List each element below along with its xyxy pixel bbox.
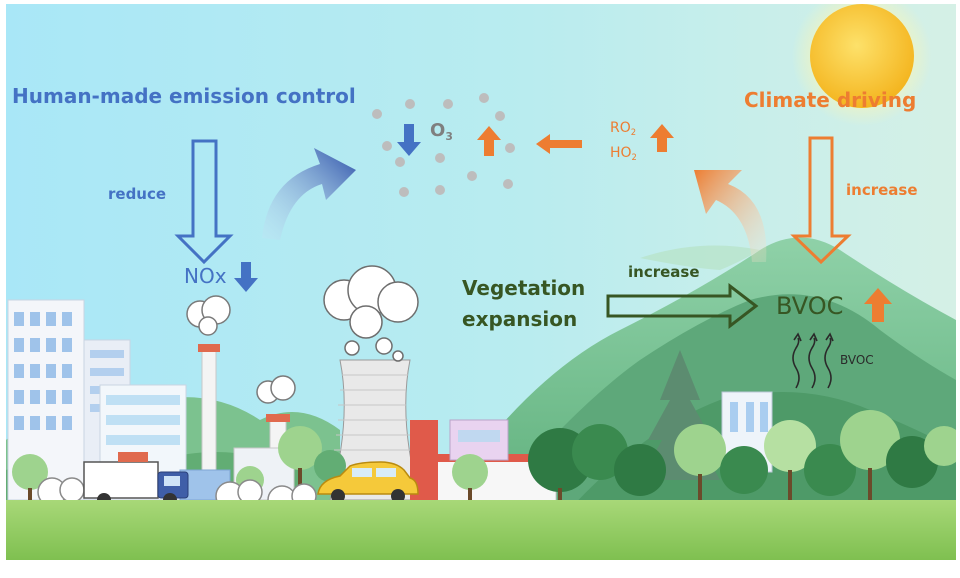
building-right-windows — [730, 402, 768, 432]
car-icon — [317, 461, 419, 503]
o3-base: O — [430, 120, 446, 141]
nox-down-arrow-icon — [234, 262, 258, 292]
ro2-base: RO — [610, 120, 631, 136]
climate-label: Climate driving — [744, 88, 917, 112]
factory-icon — [179, 295, 296, 501]
reduce-label: reduce — [108, 185, 167, 203]
bvoc-small-label: BVOC — [840, 353, 874, 367]
ho2-label: HO2 — [610, 145, 637, 161]
tree-icon — [12, 350, 960, 505]
reduce-hollow-arrow-icon — [174, 139, 234, 265]
ro2-up-arrow-icon — [650, 124, 674, 152]
bvoc-label: BVOC — [776, 292, 844, 320]
increase-climate-label: increase — [846, 181, 918, 199]
right-arrow-icon — [606, 282, 759, 330]
left-arrow-icon — [536, 134, 582, 154]
o3-sub: 3 — [445, 129, 453, 143]
increase-vegetation-label: increase — [628, 263, 700, 281]
bvoc-up-arrow-icon — [864, 288, 892, 322]
nox-label: NOx — [184, 264, 227, 288]
ho2-sub: 2 — [631, 151, 637, 162]
ro2-sub: 2 — [630, 126, 637, 137]
blue-curved-arrow-icon — [262, 148, 356, 240]
vegetation-label-line2: expansion — [462, 307, 578, 331]
sun-icon — [792, 0, 932, 126]
ho2-base: HO — [610, 145, 632, 161]
o3-label: O3 — [430, 120, 453, 143]
orange-curved-arrow-icon — [694, 170, 767, 262]
vegetation-label-line1: Vegetation — [462, 276, 586, 300]
o3-up-arrow-icon — [477, 126, 501, 156]
o3-particles — [372, 93, 515, 197]
o3-down-arrow-icon — [397, 124, 421, 156]
ground — [6, 500, 956, 560]
bvoc-emission-icon — [792, 332, 834, 389]
human-control-label: Human-made emission control — [12, 84, 356, 108]
increase-hollow-arrow-icon — [790, 136, 852, 265]
ro2-label: RO2 — [610, 120, 636, 136]
